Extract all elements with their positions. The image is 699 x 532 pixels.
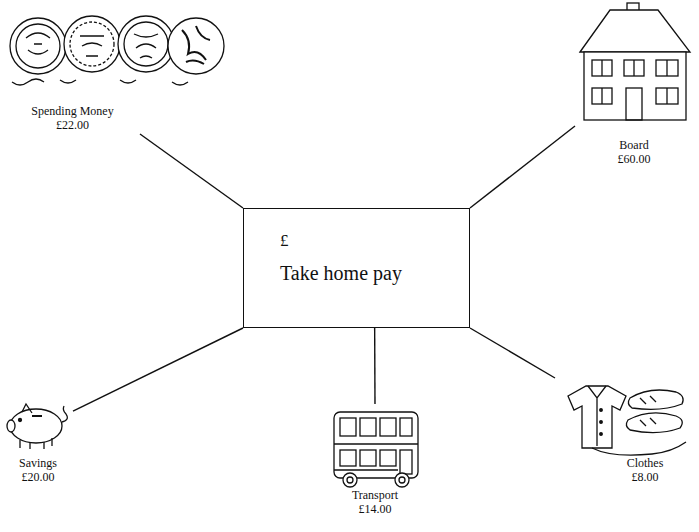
- item-name: Clothes: [557, 456, 693, 470]
- spending-money-item: Spending Money£22.00: [5, 0, 140, 134]
- item-name: Board: [577, 138, 691, 152]
- house-illustration: [580, 3, 690, 120]
- coins-illustration: [10, 16, 224, 85]
- box-title: Take home pay: [280, 261, 457, 285]
- currency-symbol: £: [280, 231, 457, 251]
- amount-label: £20.00: [5, 470, 71, 484]
- transport-item: Transport£14.00: [322, 404, 428, 518]
- amount-label: £22.00: [7, 118, 138, 132]
- amount-label: £14.00: [324, 502, 426, 516]
- savings-item: Savings£20.00: [3, 398, 73, 486]
- amount-label: £60.00: [577, 152, 691, 166]
- board-item: Board£60.00: [575, 0, 693, 168]
- item-name: Transport: [324, 488, 426, 502]
- connector-line: [470, 126, 575, 208]
- piggy-bank-illustration: [7, 404, 67, 449]
- item-name: Savings: [5, 456, 71, 470]
- clothes-item: Clothes£8.00: [555, 378, 695, 486]
- clothes-illustration: [568, 386, 686, 455]
- take-home-pay-box: £ Take home pay: [243, 208, 470, 328]
- item-name: Spending Money: [7, 104, 138, 118]
- connector-line: [140, 134, 243, 208]
- connector-line: [374, 328, 375, 404]
- connector-line: [470, 328, 555, 378]
- bus-illustration: [334, 412, 418, 487]
- amount-label: £8.00: [557, 470, 693, 484]
- connector-line: [73, 328, 243, 411]
